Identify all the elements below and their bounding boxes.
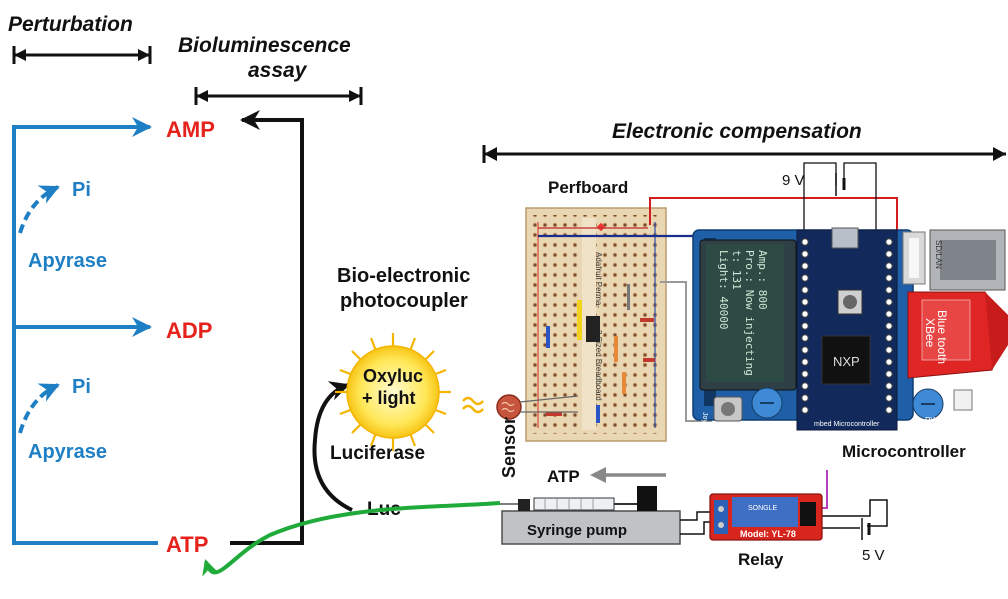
- relay-label: Relay: [738, 550, 784, 569]
- electronic-compensation-bar: [482, 145, 1006, 163]
- bioluminescence-heading-line2: assay: [248, 59, 308, 82]
- perfboard-print-a: Adafruit Perma-: [594, 252, 603, 308]
- ethernet-port: SD/LAN: [929, 229, 1006, 291]
- luciferase-label: Luciferase: [330, 443, 425, 464]
- apyrase-label-top: Apyrase: [28, 250, 107, 272]
- bioluminescence-heading-line1: Bioluminescence: [178, 34, 351, 57]
- perfboard: Adafruit Perma- 2 Sized Breadboard: [525, 207, 667, 442]
- lcd-line-4: Amp.: 800: [756, 250, 769, 310]
- relay-module: SONGLE Model: YL-78: [709, 493, 823, 541]
- luciferase-pathway: [230, 110, 353, 545]
- nxp-chip-label: NXP: [833, 354, 860, 369]
- voltage-5v-label: 5 V: [862, 547, 885, 564]
- photo-sensor: [496, 394, 579, 420]
- voltage-9v-label: 9 V: [782, 172, 805, 189]
- atp-flow-arrow: [590, 467, 666, 483]
- atp-flow-label: ATP: [547, 467, 580, 486]
- electronic-compensation-heading: Electronic compensation: [612, 120, 862, 143]
- photocoupler-label-line1: Bio-electronic: [337, 265, 470, 287]
- microcontroller-label: Microcontroller: [842, 442, 966, 461]
- light-sun-icon: [335, 333, 451, 451]
- joystick-icon: [713, 396, 743, 422]
- rgb-label: RGB: [955, 416, 972, 425]
- lcd-line-1: Light: 40000: [717, 250, 730, 329]
- atp-label: ATP: [166, 532, 208, 557]
- svg-text:SD/LAN: SD/LAN: [934, 240, 943, 269]
- apyrase-pathway: [12, 117, 158, 545]
- pwm-label: PWM: [925, 416, 945, 425]
- pi-label-bottom: Pi: [72, 376, 91, 398]
- bluetooth-label-line1: Blue tooth: [935, 310, 949, 364]
- apyrase-label-bottom: Apyrase: [28, 441, 107, 463]
- battery-9v-icon: [835, 173, 846, 196]
- perturbation-heading: Perturbation: [8, 13, 133, 36]
- relay-model: Model: YL-78: [740, 529, 796, 539]
- battery-5v-icon: [861, 518, 871, 540]
- pi-label-top: Pi: [72, 179, 91, 201]
- sensor-label: Sensor: [499, 417, 519, 478]
- pump-relay-wires: [680, 499, 888, 535]
- mbed-label: mbed Microcontroller: [814, 421, 880, 428]
- perfboard-label: Perfboard: [548, 178, 628, 197]
- photocoupler-label-line2: photocoupler: [340, 290, 468, 312]
- lcd-line-2: t: 131: [730, 250, 743, 290]
- perfboard-print-b: 2 Sized Breadboard: [594, 330, 603, 401]
- amp-label: AMP: [166, 117, 215, 142]
- syringe-pump-label: Syringe pump: [527, 522, 627, 539]
- oxyluc-label-line2: + light: [362, 388, 416, 408]
- bioluminescence-bar: [194, 87, 363, 105]
- syringe-pump: [492, 486, 681, 545]
- microcontroller-board: Light: 40000 t: 131 Pro.: Now injecting …: [692, 227, 973, 437]
- light-wave-icon: [462, 396, 484, 414]
- lcd-line-3: Pro.: Now injecting: [743, 250, 756, 376]
- relay-brand: SONGLE: [748, 505, 778, 512]
- atp-injection-arrow: [202, 501, 501, 577]
- oxyluc-label-line1: Oxyluc: [363, 366, 423, 386]
- perturbation-bar: [12, 46, 152, 64]
- bluetooth-xbee-module: Blue tooth XBee: [907, 291, 1008, 379]
- joystick-label: Joystick: [701, 412, 708, 437]
- adp-label: ADP: [166, 318, 212, 343]
- bluetooth-label-line2: XBee: [923, 318, 937, 348]
